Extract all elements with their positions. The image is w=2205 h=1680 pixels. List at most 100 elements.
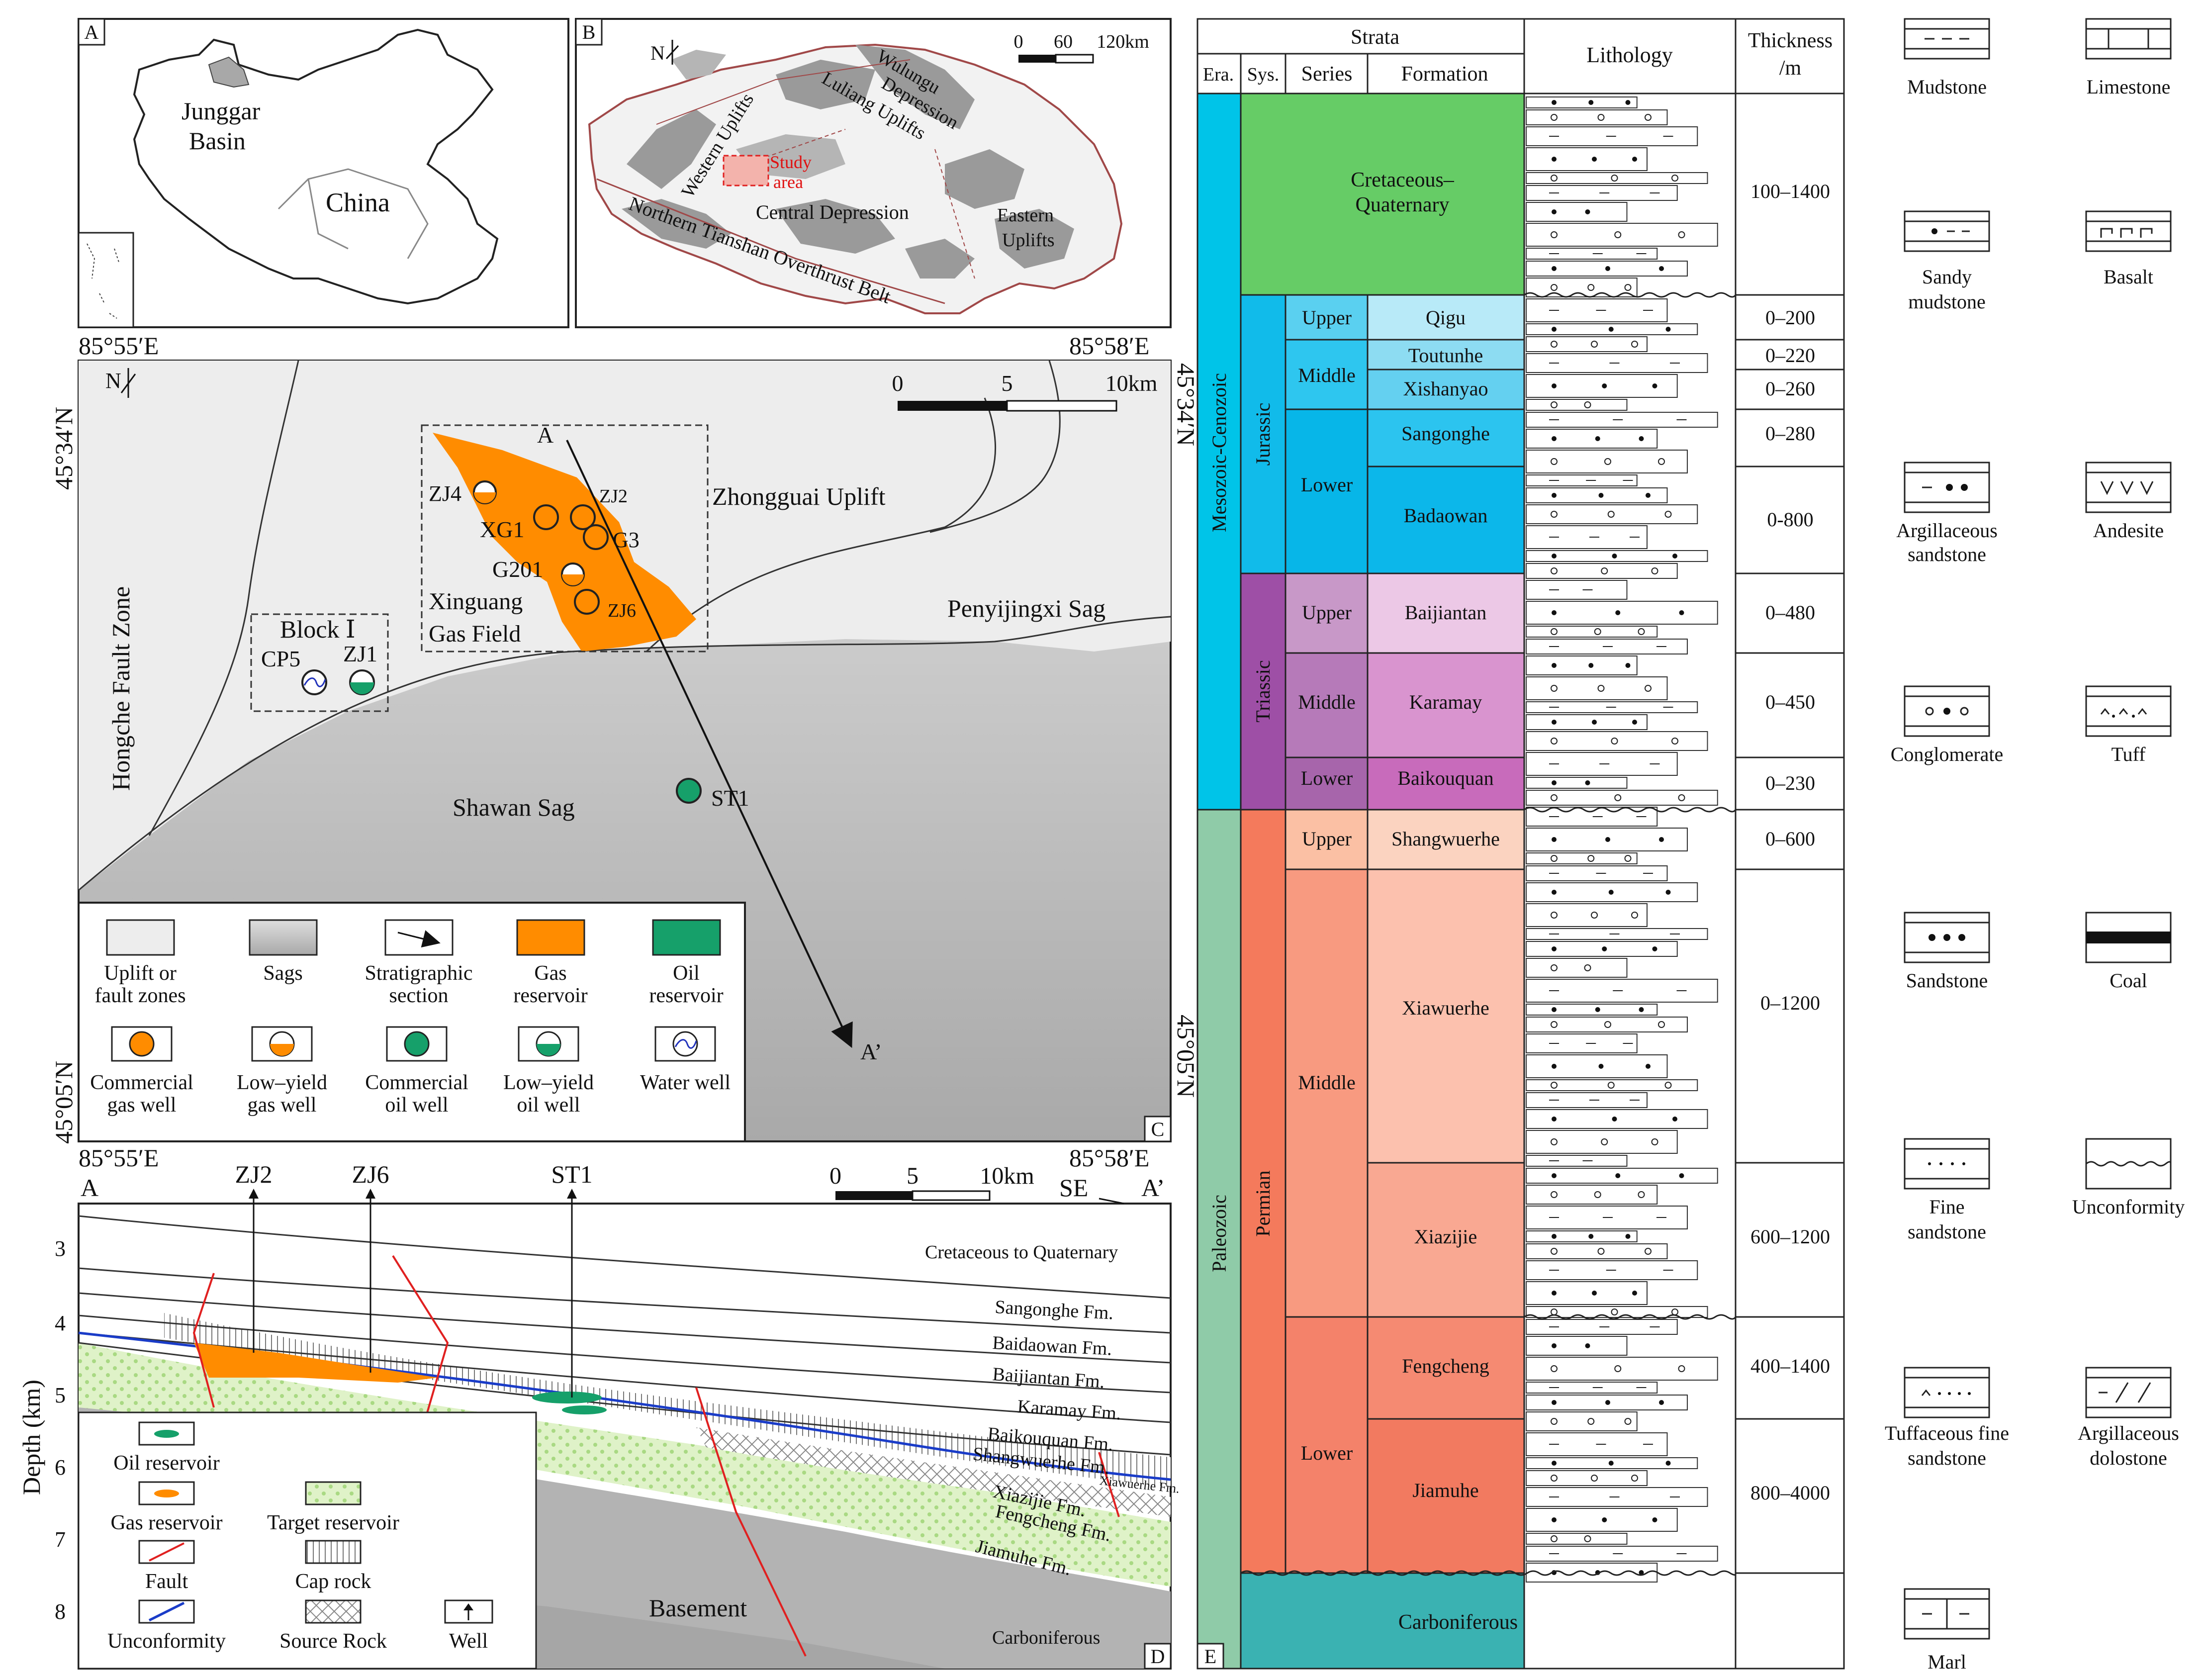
svg-text:ZJ6: ZJ6 [352,1160,389,1188]
lithology-bed [1526,248,1658,260]
svg-text:Commercial: Commercial [365,1071,468,1094]
svg-text:0–230: 0–230 [1765,772,1815,794]
lithology-bed [1526,1382,1658,1394]
lithology-bed [1526,1168,1718,1184]
legend-d-source: Source Rock [279,1599,387,1653]
panel-a-letter: A [85,21,99,43]
lith-legend-limestone: Limestone [2085,18,2172,98]
lithology-bed [1526,580,1628,600]
svg-text:sandstone: sandstone [1908,1220,1986,1243]
lithology-bed [1526,202,1628,222]
xinguang-gas-field-shape [433,433,696,652]
svg-text:reservoir: reservoir [513,984,587,1007]
svg-text:Uplift or: Uplift or [104,962,177,985]
svg-text:dolostone: dolostone [2090,1447,2167,1469]
south-china-sea-inset [78,232,134,328]
header-lithology: Lithology [1586,43,1673,67]
well-g3: G3 [583,524,640,552]
legend-d-fault: Fault [138,1540,195,1593]
gas-field-label: Gas Field [429,621,521,647]
header-era: Era. [1203,64,1234,85]
block-1-box [250,613,389,712]
svg-text:Stratigraphic: Stratigraphic [365,962,473,985]
legend-commercial-gas-well: Commercial gas well [90,1026,193,1117]
lith-legend-mudstone: Mudstone [1904,18,1990,98]
svg-text:ZJ2: ZJ2 [599,486,628,507]
well-zj2: ZJ2 [570,486,628,530]
central-depression-label: Central Depression [756,201,909,223]
lithology-bed [1526,1033,1638,1053]
svg-text:Unconformity: Unconformity [2072,1196,2185,1218]
svg-text:Xiazijie: Xiazijie [1414,1225,1477,1248]
svg-text:Water well: Water well [640,1071,731,1094]
legend-section: Stratigraphic section [365,919,473,1007]
svg-text:Fine: Fine [1929,1196,1964,1218]
lithology-bed [1526,903,1648,927]
svg-text:Carboniferous: Carboniferous [992,1627,1100,1648]
lith-legend-sandstone: Sandstone [1904,912,1990,992]
coord-top-left: 85°55′E [79,332,159,360]
lithology-bed [1526,147,1648,171]
lithology-bed [1526,1533,1628,1545]
legend-sags: Sags [249,919,318,985]
svg-text:Tuff: Tuff [2112,743,2146,765]
section-end-a: A [81,1174,98,1202]
svg-text:Badaowan: Badaowan [1404,504,1488,527]
panel-b-letter: B [582,21,596,43]
svg-text:120km: 120km [1097,31,1149,52]
section-end-a2: A’ [1141,1174,1165,1202]
depth-ticks: 3 4 5 6 7 8 [55,1236,66,1624]
svg-text:6: 6 [55,1455,66,1480]
eastern-uplifts-label: Uplifts [1002,230,1055,251]
svg-text:Gas reservoir: Gas reservoir [110,1511,222,1534]
svg-text:reservoir: reservoir [649,984,723,1007]
svg-text:Basalt: Basalt [2104,266,2153,288]
junggar-basin-shape [208,56,250,88]
era-paleozoic: Paleozoic [1208,1195,1230,1272]
formation-cret-1: Cretaceous– [1351,169,1455,191]
lithology-bed [1526,429,1658,449]
legend-low-yield-gas-well: Low–yield gas well [237,1026,327,1117]
lithology-bed [1526,1243,1668,1259]
panel-e-strat-column: Strata Era. Sys. Series Formation Lithol… [1196,18,1845,1670]
svg-text:ST1: ST1 [711,785,749,811]
svg-text:Lower: Lower [1301,1442,1353,1464]
lithology-bed [1526,1004,1658,1016]
svg-text:ZJ2: ZJ2 [235,1160,273,1188]
lithology-bed [1526,1054,1668,1078]
lith-legend-argillaceous-dolostone: Argillaceous dolostone [2078,1367,2179,1469]
svg-text:G201: G201 [492,557,543,582]
coord-top-right: 85°58′E [1069,332,1149,360]
svg-text:0–600: 0–600 [1765,828,1815,850]
svg-text:Gas: Gas [534,962,566,985]
legend-d-target: Target reservoir [267,1481,399,1534]
svg-text:Upper: Upper [1302,828,1352,850]
svg-text:CP5: CP5 [261,646,300,671]
china-label: China [326,187,390,217]
lithology-bed [1526,399,1628,411]
block-1-label: Block Ⅰ [280,615,356,643]
legend-water-well: Water well [640,1026,731,1094]
svg-text:10km: 10km [980,1163,1034,1189]
svg-text:oil well: oil well [385,1094,448,1117]
svg-text:600–1200: 600–1200 [1750,1225,1830,1248]
lithology-bed [1526,374,1678,398]
lith-legend-sandy-mudstone: Sandy mudstone [1904,210,1990,313]
system-triassic: Triassic [1252,660,1274,722]
svg-text:0: 0 [1014,31,1023,52]
lithology-bed [1526,1357,1718,1381]
svg-text:5: 5 [907,1163,919,1189]
svg-text:A’: A’ [860,1039,882,1064]
panel-d-cross-section: ZJ2 ZJ6 ST1 A A’ SE 0 5 10km Depth (km) … [17,1160,1180,1670]
svg-text:Cap rock: Cap rock [295,1570,371,1593]
svg-text:Upper: Upper [1302,306,1352,329]
panel-c-study-map: A A’ ZJ4 ZJ2 XG1 G3 G201 ZJ6 [50,332,1200,1172]
lithology-bed [1526,601,1718,625]
lithology-bed [1526,777,1628,789]
svg-text:0-800: 0-800 [1767,508,1813,531]
lithology-bed [1526,1563,1658,1583]
svg-text:Baikouquan: Baikouquan [1397,767,1493,789]
svg-text:Source Rock: Source Rock [279,1630,387,1653]
china-outline [133,28,499,305]
section-dir-se: SE [1059,1174,1088,1202]
